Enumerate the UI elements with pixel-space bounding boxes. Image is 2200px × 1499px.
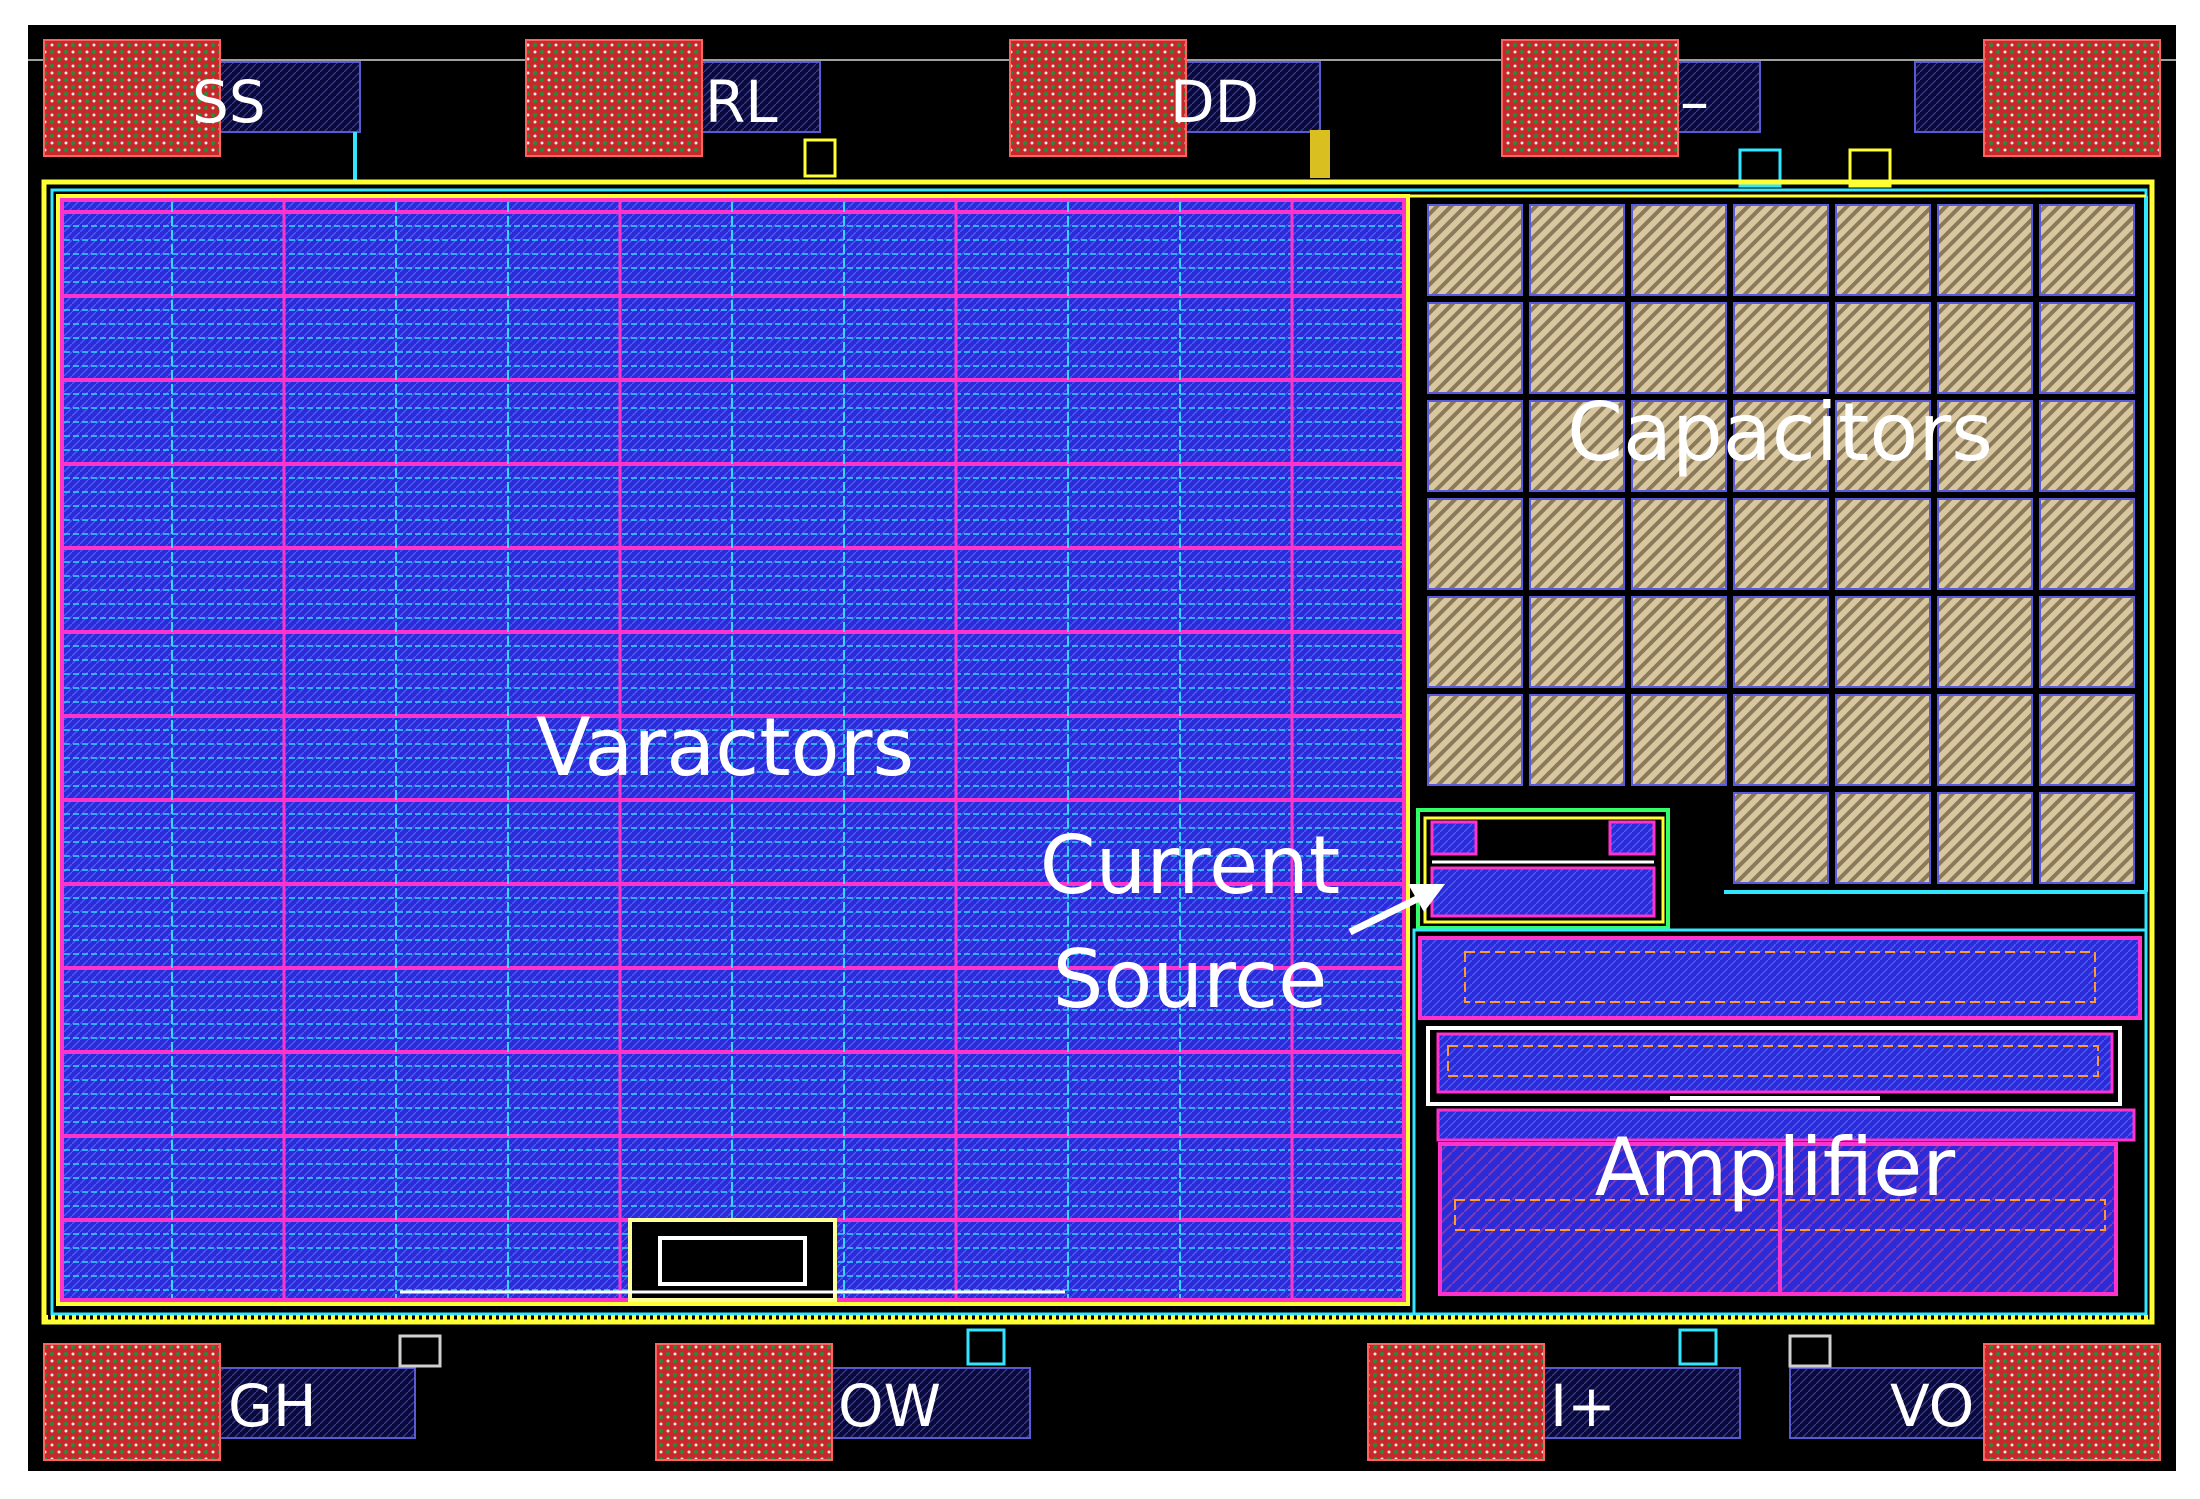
pad-bottom-2: [655, 1343, 833, 1461]
label-current-source-1: Current: [1040, 819, 1340, 912]
pad-top-label-3: DD: [1170, 68, 1259, 136]
pad-bottom-label-2: OW: [838, 1372, 941, 1440]
capacitor-array: [1408, 194, 2148, 894]
pad-top-2: [525, 39, 703, 157]
label-capacitors: Capacitors: [1567, 386, 1993, 479]
amplifier-block: [1412, 928, 2148, 1316]
pad-bottom-label-1: GH: [228, 1372, 317, 1440]
top-pad-row: SS RL DD –: [43, 39, 2161, 188]
pad-bottom-label-3: I+: [1550, 1372, 1616, 1440]
varactor-array: [56, 194, 1410, 1306]
pad-top-3: [1009, 39, 1187, 157]
pad-bottom-3: [1367, 1343, 1545, 1461]
seal-ring-outer: [41, 179, 2155, 1325]
pad-top-5: [1983, 39, 2161, 157]
label-amplifier: Amplifier: [1595, 1121, 1956, 1214]
current-source-arrow: [1348, 884, 1445, 936]
pad-bottom-label-4: VO: [1890, 1372, 1974, 1440]
pad-top-label-4: –: [1680, 68, 1709, 136]
pad-top-1: [43, 39, 221, 157]
label-varactors: Varactors: [536, 701, 914, 794]
label-current-source-2: Source: [1053, 933, 1328, 1026]
pad-top-label-1: SS: [192, 68, 266, 136]
pad-top-label-2: RL: [705, 68, 778, 136]
current-source-block: [1416, 808, 1670, 930]
bottom-pad-row: GH OW I+ VO: [43, 1328, 2161, 1461]
pad-bottom-1: [43, 1343, 221, 1461]
pad-bottom-4: [1983, 1343, 2161, 1461]
pad-top-4: [1501, 39, 1679, 157]
